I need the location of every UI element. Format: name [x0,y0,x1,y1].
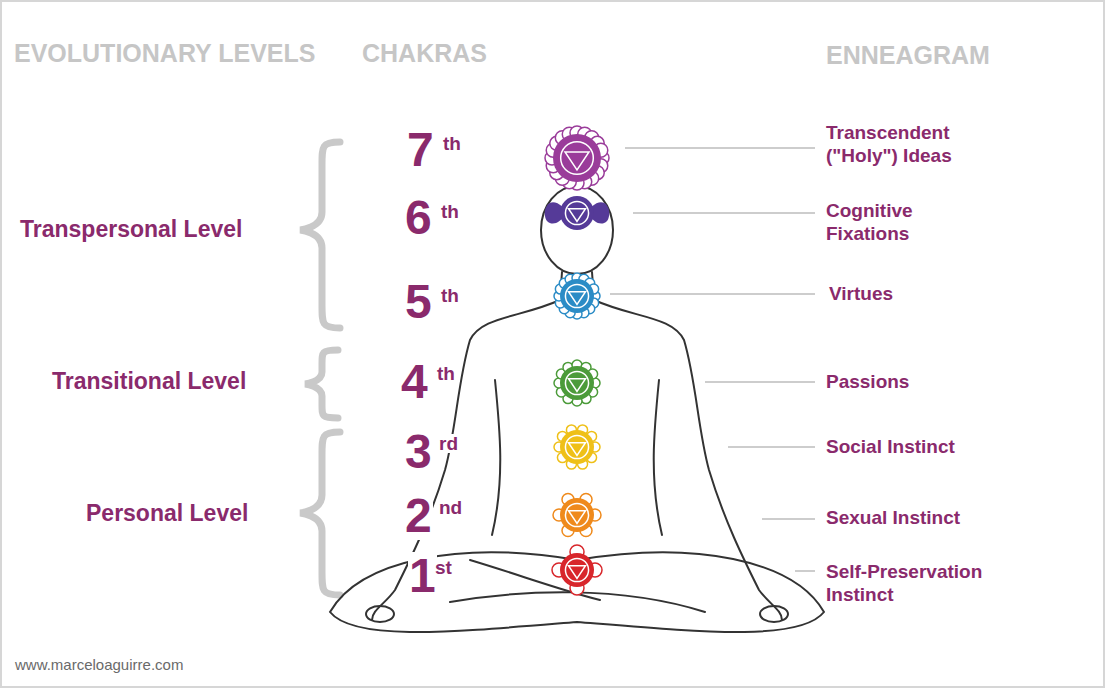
enneagram-label: Sexual Instinct [826,507,960,530]
leader-line [795,570,815,572]
brace [305,350,338,418]
chakra-number: 6 [404,194,433,242]
column-header: EVOLUTIONARY LEVELS [14,38,315,68]
ordinal-suffix: th [440,286,460,305]
chakra-symbol [554,425,600,469]
leader-line [728,446,815,448]
chakra-symbol [553,493,601,536]
leader-line [633,212,815,214]
ordinal-suffix: rd [438,434,459,453]
chakra-symbol [554,273,600,319]
level-label: Transpersonal Level [20,216,242,244]
ordinal-suffix: th [442,134,462,153]
ordinal-suffix: th [440,202,460,221]
chakra-number: 7 [406,126,435,174]
chakra-number: 2 [404,492,433,540]
ordinal-suffix: th [436,364,456,383]
level-label: Transitional Level [52,368,246,396]
watermark: www.marceloaguirre.com [15,656,183,674]
brace [300,142,340,328]
brace [300,432,340,595]
chakra-symbol [545,196,610,230]
enneagram-label: Passions [826,371,909,394]
leader-line [705,381,815,383]
meditating-figure [330,186,824,632]
ordinal-suffix: nd [438,498,463,517]
leader-line [610,293,815,295]
enneagram-label: Transcendent ("Holy") Ideas [826,122,1004,168]
chakra-number: 1 [408,552,437,600]
chakra-symbol [552,545,602,595]
column-header: ENNEAGRAM [826,40,990,70]
chakra-number: 5 [404,278,433,326]
chakra-symbols [545,126,610,595]
leader-line [625,147,815,149]
ordinal-suffix: st [434,558,453,577]
braces [300,142,340,595]
enneagram-label: Virtues [829,283,893,306]
leader-lines [610,148,815,571]
leader-line [762,518,815,520]
column-header: CHAKRAS [362,38,487,68]
enneagram-label: Cognitive Fixations [826,200,946,246]
chakra-symbol [554,360,600,406]
chakra-number: 4 [400,358,429,406]
chakra-symbol [545,126,609,190]
level-label: Personal Level [86,500,248,528]
chakra-number: 3 [404,428,433,476]
enneagram-label: Self-Preservation Instinct [826,561,1031,607]
enneagram-label: Social Instinct [826,436,955,459]
